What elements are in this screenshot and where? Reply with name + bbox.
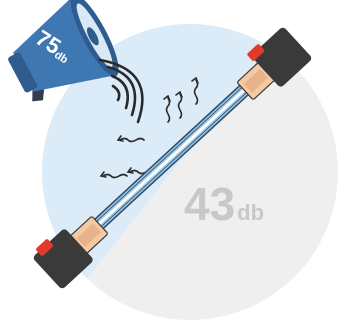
inside-noise-unit: db: [237, 200, 264, 225]
inside-noise-value: 43: [184, 178, 235, 230]
